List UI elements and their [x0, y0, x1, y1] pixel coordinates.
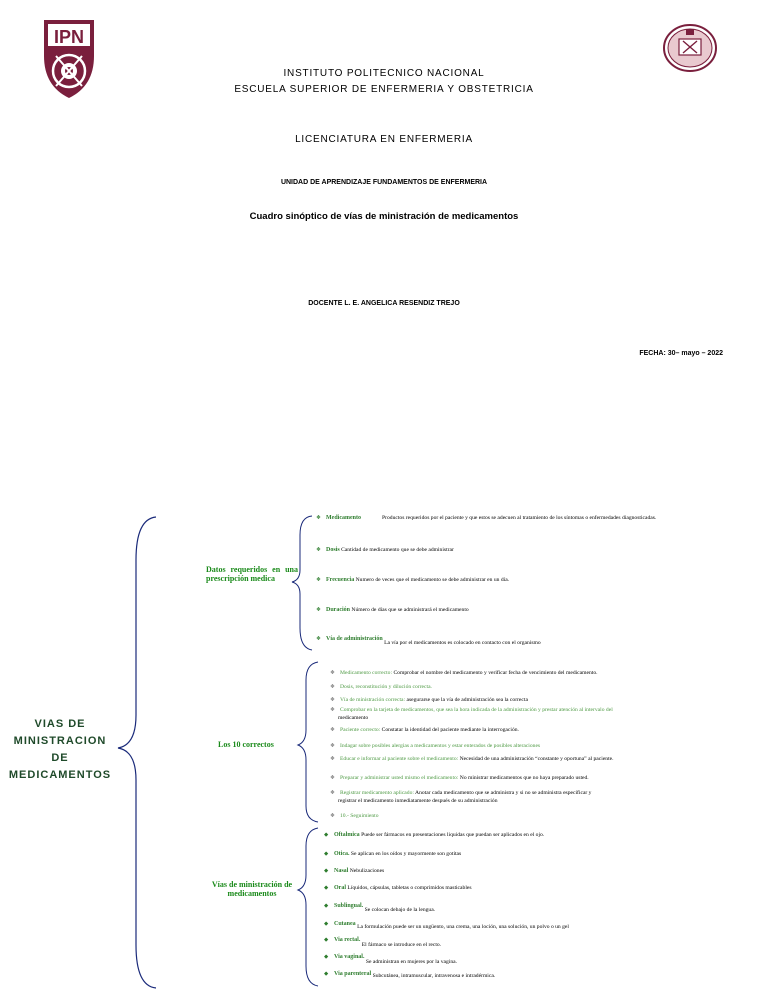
section-prescription-data: Datos requeridos en una prescripción med… [206, 565, 298, 583]
svg-text:IPN: IPN [54, 27, 84, 47]
prescription-item: ❖Dosis Cantidad de medicamento que se de… [316, 547, 454, 553]
right-item: ❖Comprobar en la tarjeta de medicamentos… [330, 707, 613, 713]
right-item-cont: medicamento [338, 715, 369, 721]
school: ESCUELA SUPERIOR DE ENFERMERIA Y OBSTETR… [234, 84, 534, 95]
prescription-item: ❖Vía de administración La vía por el med… [316, 636, 541, 646]
ipn-logo: IPN [38, 16, 100, 101]
right-item: ❖Vía de ministración correcta: asegurars… [330, 697, 528, 703]
route-item: ◆Cutanea La formulación puede ser un ung… [324, 921, 569, 930]
right-item: ❖Educar e informar al paciente sobre el … [330, 756, 614, 762]
route-item: ◆Sublingual. Se colocan debajo de la len… [324, 903, 436, 913]
right-item: ❖Dosis, reconstitución y dilución correc… [330, 684, 432, 690]
right-item: ❖Paciente correcto: Constatar la identid… [330, 727, 519, 733]
right-item-cont: registrar el medicamento inmediatamente … [338, 798, 498, 804]
prescription-item: ❖Medicamento [316, 515, 361, 521]
section-routes: Vías de ministración de medicamentos [211, 880, 293, 898]
section-ten-rights: Los 10 correctos [218, 740, 274, 749]
right-item: ❖Preparar y administrar usted mismo el m… [330, 775, 589, 781]
route-item: ◆Otica. Se aplican en los oídos y mayorm… [324, 851, 462, 857]
degree: LICENCIATURA EN ENFERMERIA [295, 134, 473, 145]
eseo-logo [662, 23, 718, 73]
route-item: ◆Via parenteral Subcutánea, intramuscula… [324, 971, 496, 979]
date: FECHA: 30– mayo – 2022 [639, 350, 723, 357]
institution: INSTITUTO POLITECNICO NACIONAL [283, 68, 485, 79]
right-item: ❖Medicamento correcto: Comprobar el nomb… [330, 670, 598, 676]
document-title: Cuadro sinóptico de vías de ministración… [249, 211, 519, 222]
route-item: ◆Via rectal. El fármaco se introduce en … [324, 937, 442, 948]
route-item: ◆Via vaginal. Se administran en mujeres … [324, 954, 458, 965]
right-item: ❖10.- Seguimiento [330, 813, 379, 819]
route-item: ◆Oftalmica Puede ser fármacos en present… [324, 832, 545, 838]
route-item: ◆Oral Líquidos, cápsulas, tabletas o com… [324, 885, 472, 891]
learning-unit: UNIDAD DE APRENDIZAJE FUNDAMENTOS DE ENF… [280, 179, 488, 186]
route-item: ◆Nasal Nebulizaciones [324, 868, 385, 874]
prescription-item: ❖Duración Número de días que se administ… [316, 607, 469, 613]
main-topic: VIAS DE MINISTRACION DE MEDICAMENTOS [8, 718, 112, 781]
prescription-item-text: Productos requeridos por el paciente y q… [382, 515, 657, 521]
teacher: DOCENTE L. E. ANGELICA RESENDIZ TREJO [308, 300, 460, 307]
right-item: ❖Registrar medicamento aplicado: Anotar … [330, 790, 592, 796]
right-item: ❖Indagar sobre posibles alergias a medic… [330, 743, 541, 749]
prescription-item: ❖Frecuencia Numero de veces que el medic… [316, 577, 510, 583]
